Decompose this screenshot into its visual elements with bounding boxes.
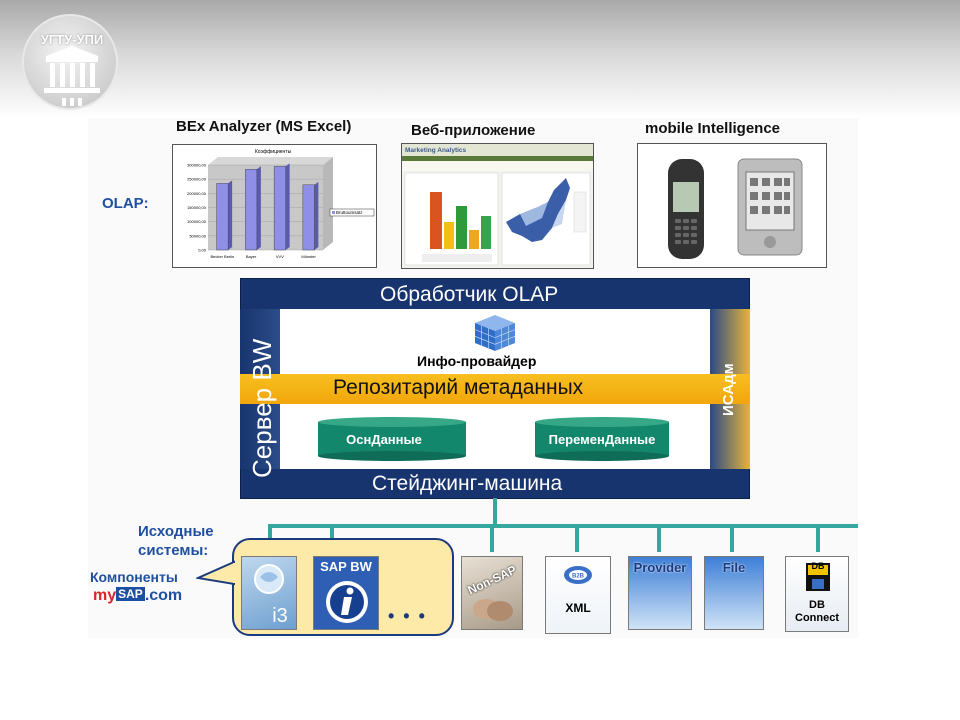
bex-chart: 300000,00 250000,00 200000,00 150000,00 1000…	[187, 149, 375, 259]
master-data-label: ОснДанные	[346, 432, 422, 447]
provider-label: Provider	[633, 560, 687, 575]
university-logo: УГТУ-УПИ	[22, 14, 118, 110]
i3-label: i3	[272, 605, 288, 627]
staging-engine-label: Стейджинг-машина	[372, 472, 563, 495]
bex-x-label: Becker Berlin	[210, 254, 234, 259]
xml-label: XML	[565, 601, 591, 615]
bex-x-label: Bayer	[246, 254, 257, 259]
building-icon	[44, 46, 100, 106]
file-source: File	[704, 556, 764, 630]
bex-chart-screenshot: 300000,00 250000,00 200000,00 150000,00 1000…	[172, 144, 377, 268]
source-systems-label-2: системы:	[138, 542, 209, 559]
transaction-data-label: ПеременДанные	[548, 432, 656, 447]
sapbw-label: SAP BW	[320, 559, 372, 574]
info-cube-icon	[474, 315, 516, 351]
file-label: File	[722, 560, 746, 575]
bex-x-label: VVV	[276, 254, 284, 259]
mobile-devices-icon	[668, 158, 803, 259]
provider-source: Provider	[628, 556, 692, 630]
bex-y-tick: 200000,00	[187, 191, 207, 196]
mobile-screenshot	[637, 143, 827, 268]
mobile-title: mobile Intelligence	[645, 120, 781, 137]
metadata-repository-label: Репозитарий метаданных	[333, 376, 584, 399]
dbconnect-source: DB DB Connect	[785, 556, 849, 632]
callout-pointer	[196, 560, 236, 586]
ais-adm-label: ИСАдм	[720, 363, 737, 416]
web-app-title: Веб-приложение	[411, 122, 536, 139]
db-icon-label: DB	[811, 561, 825, 571]
bex-bar-side	[256, 166, 261, 250]
bex-y-tick: 150000,00	[187, 205, 207, 210]
bex-bar	[216, 183, 229, 251]
bex-title: BEx Analyzer (MS Excel)	[176, 118, 352, 135]
i3-source: i3	[241, 556, 297, 630]
nonsap-hands-icon	[473, 599, 513, 621]
master-data-cylinder-icon	[318, 417, 466, 461]
database-icon	[806, 563, 830, 591]
mysap-my: my	[93, 587, 117, 604]
bex-y-tick: 0,00	[198, 248, 207, 253]
bex-bar-side	[285, 163, 290, 250]
bex-bar	[302, 184, 315, 251]
transaction-data-cylinder-icon	[535, 417, 669, 461]
web-app-illustration: Marketing Analytics	[402, 144, 593, 266]
nonsap-source: Non-SAP	[461, 556, 523, 630]
olap-processor-label: Обработчик OLAP	[380, 283, 559, 306]
bex-y-tick: 50000,00	[189, 233, 206, 238]
db-connect-label-2: Connect	[795, 612, 839, 624]
components-label: Компоненты	[90, 569, 178, 585]
bex-y-tick: 100000,00	[187, 219, 207, 224]
mysap-sap: SAP	[116, 587, 145, 601]
bex-bar-side	[314, 181, 319, 250]
bw-server-label: Сервер BW	[247, 338, 277, 478]
bex-bar	[245, 169, 258, 251]
web-app-name: Marketing Analytics	[405, 147, 467, 154]
more-sources-ellipsis: • • •	[388, 606, 427, 626]
xml-icon: B2B	[564, 566, 592, 584]
bex-y-tick: 250000,00	[187, 177, 207, 182]
info-provider-label: Инфо-провайдер	[417, 353, 537, 369]
web-app-screenshot: Marketing Analytics	[401, 143, 594, 269]
metadata-repository-band	[240, 374, 750, 404]
source-systems-label-1: Исходные	[138, 523, 214, 540]
bex-x-label: Münster	[301, 254, 316, 259]
header-band	[0, 0, 960, 118]
logo-text: УГТУ-УПИ	[40, 32, 104, 47]
xml-source: B2B XML	[545, 556, 611, 634]
bex-chart-title: Коэффициенты	[255, 149, 292, 155]
bex-legend: Bruttoumsatz	[336, 210, 363, 215]
mysap-com: .com	[144, 587, 183, 604]
sapbw-info-icon	[326, 581, 368, 623]
svg-text:B2B: B2B	[572, 574, 585, 580]
bex-bar-side	[228, 180, 233, 250]
bex-bar	[273, 166, 286, 251]
db-connect-label-1: DB	[809, 599, 825, 611]
olap-label: OLAP:	[102, 195, 149, 212]
i3-icon	[254, 564, 284, 594]
bex-y-tick: 300000,00	[187, 163, 207, 168]
sapbw-source: SAP BW	[313, 556, 379, 630]
